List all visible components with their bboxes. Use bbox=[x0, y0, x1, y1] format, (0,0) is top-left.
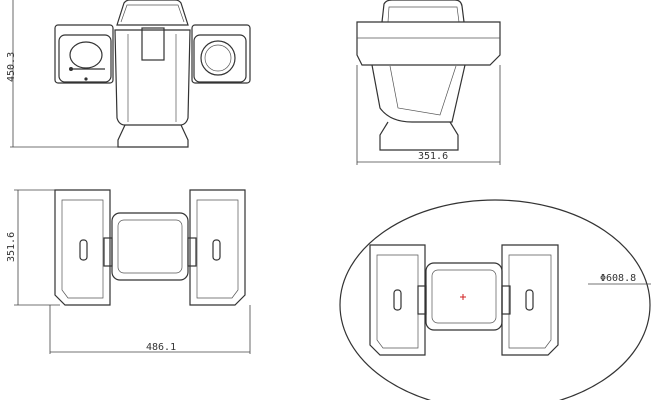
side-depth-dimension-label: 351.6 bbox=[418, 151, 448, 162]
front-view: 450.3 bbox=[6, 0, 251, 148]
width-dimension-label: 486.1 bbox=[146, 342, 176, 353]
side-view: 351.6 bbox=[356, 0, 501, 165]
height-dimension-label: 450.3 bbox=[6, 52, 17, 82]
bottom-view: Φ608.8 bbox=[339, 199, 651, 400]
diameter-dimension-label: Φ608.8 bbox=[600, 273, 636, 284]
top-depth-dimension-label: 351.6 bbox=[6, 232, 17, 262]
center-mark-icon bbox=[460, 294, 466, 300]
top-view: 351.6 486.1 bbox=[6, 189, 251, 354]
